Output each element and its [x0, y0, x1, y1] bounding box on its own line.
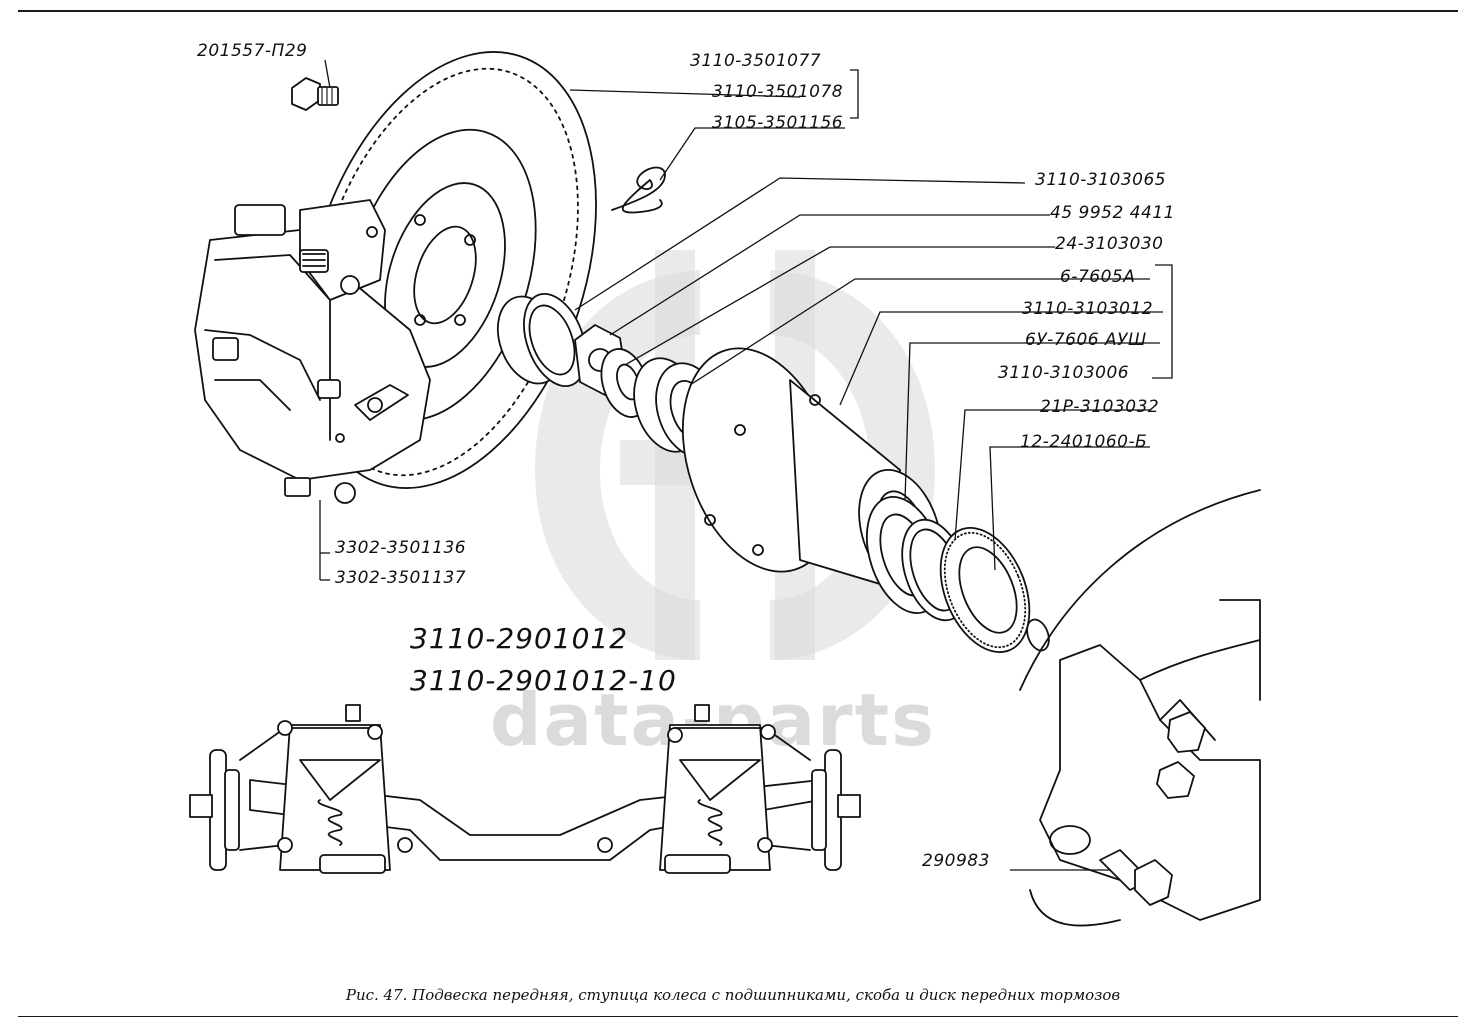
- label-suspension-2: 3110-2901012-10: [410, 664, 677, 697]
- label-caliper-2: 3302-3501137: [335, 568, 466, 588]
- label-nut: 45 9952 4411: [1050, 203, 1175, 223]
- bottom-border: [18, 1016, 1458, 1017]
- label-bolt-top: 201557-П29: [197, 41, 307, 61]
- steering-knuckle: [1019, 489, 1261, 927]
- label-suspension-1: 3110-2901012: [410, 622, 628, 655]
- label-caliper-1: 3302-3501136: [335, 538, 466, 558]
- brake-caliper: [194, 199, 431, 504]
- label-seal: 12-2401060-Б: [1020, 432, 1147, 452]
- knuckle-bolt: [1099, 849, 1173, 906]
- label-hub: 3110-3103012: [1022, 299, 1153, 319]
- label-ring: 21Р-3103032: [1040, 397, 1159, 417]
- part-labels: 201557-П29 3110-3501077 3110-3501078 310…: [197, 41, 1175, 871]
- caliper-bolt-top: [291, 77, 339, 111]
- label-bolt-knuckle: 290983: [922, 851, 990, 871]
- spring-clip: [611, 166, 666, 214]
- hub-cap: [496, 292, 587, 388]
- label-disc-2: 3110-3501078: [712, 82, 843, 102]
- front-suspension-assembly: [189, 704, 861, 874]
- label-spring-clip: 3105-3501156: [712, 113, 843, 133]
- top-border: [18, 10, 1458, 12]
- label-bearing-inner: 6У-7606 АУШ: [1025, 330, 1147, 350]
- label-bearing-outer: 6-7605А: [1060, 267, 1135, 287]
- oil-seal: [939, 526, 1031, 654]
- label-disc-1: 3110-3501077: [690, 51, 821, 71]
- label-washer: 24-3103030: [1055, 234, 1163, 254]
- label-hub-assy: 3110-3103006: [998, 363, 1129, 383]
- figure-caption: Рис. 47. Подвеска передняя, ступица коле…: [345, 986, 1121, 1004]
- leader-lines: [319, 59, 1173, 871]
- label-cap: 3110-3103065: [1035, 170, 1166, 190]
- stub-axle: [1026, 618, 1050, 652]
